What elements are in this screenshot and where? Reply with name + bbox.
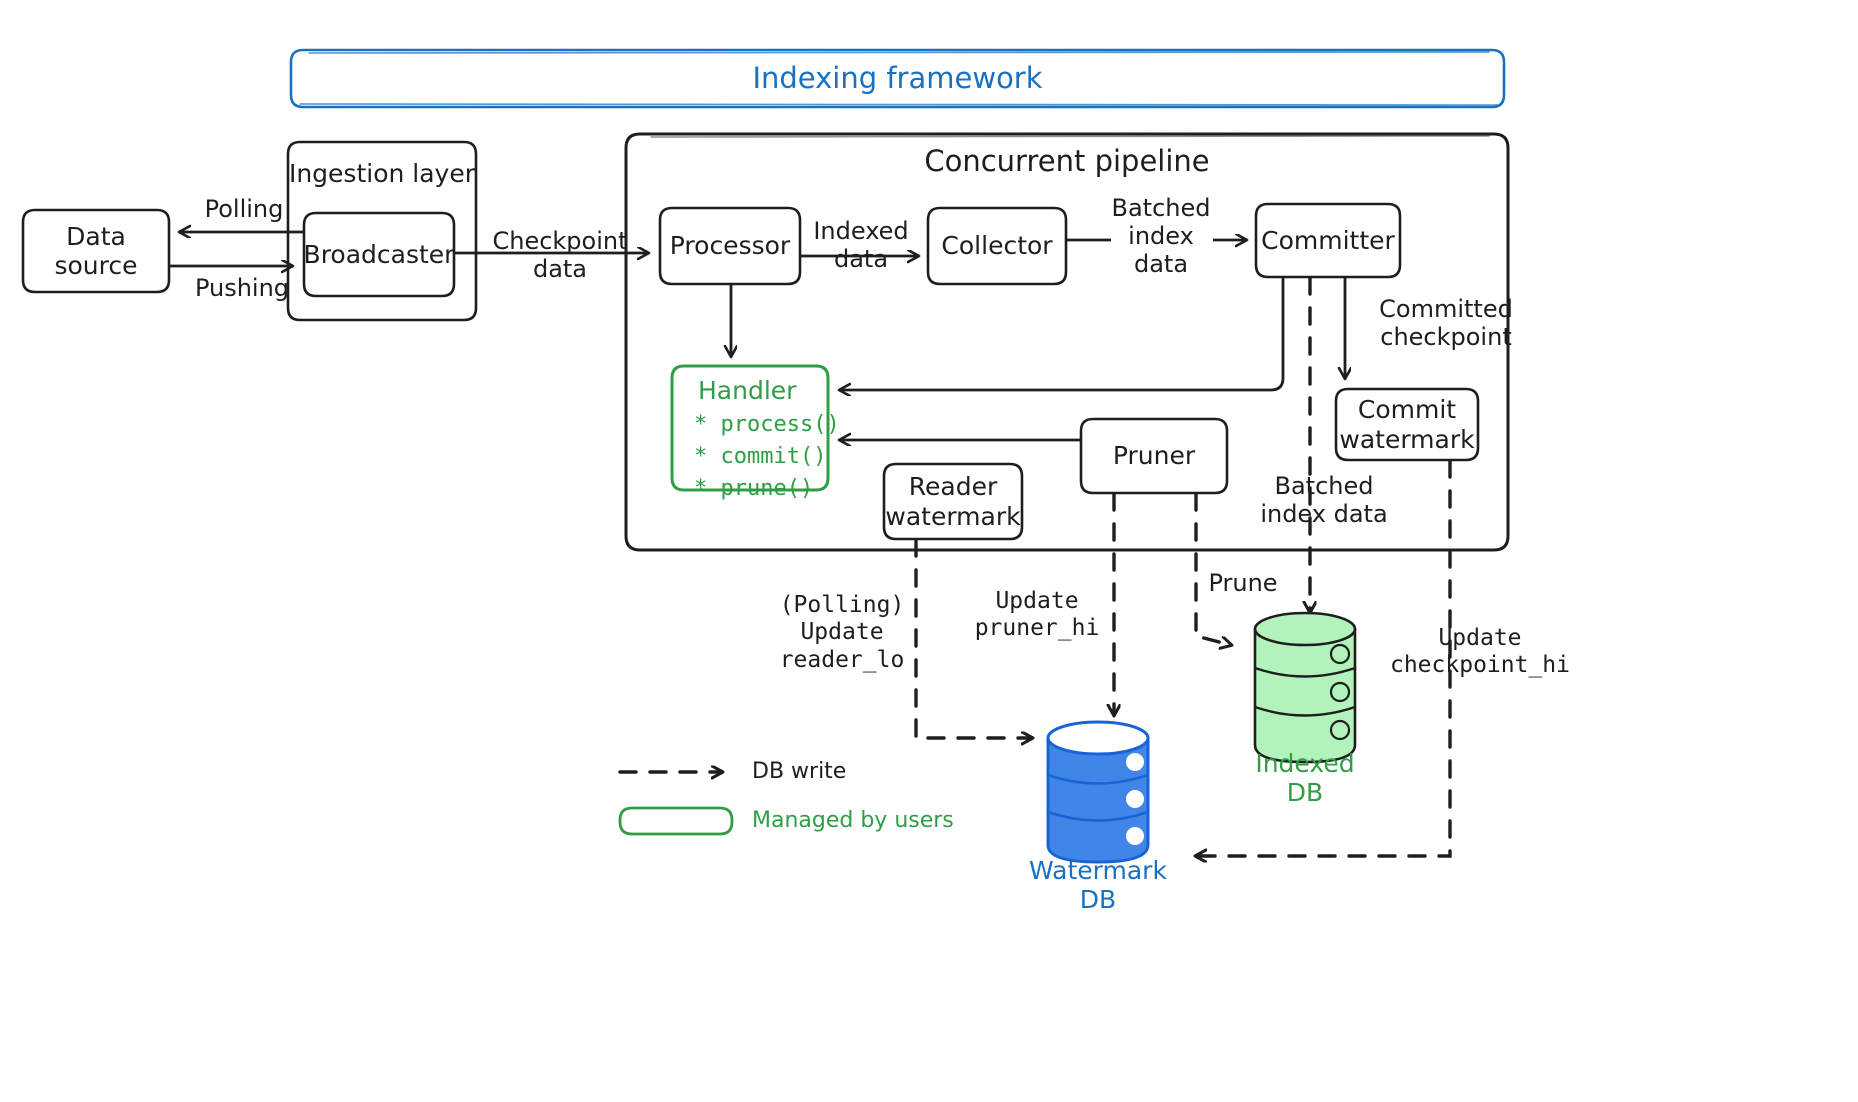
edge-committer-to-handler bbox=[840, 278, 1285, 390]
ingestion-layer-group bbox=[286, 140, 478, 322]
indexing-framework-box bbox=[289, 48, 1506, 109]
node-pruner[interactable] bbox=[1079, 417, 1229, 495]
node-processor[interactable] bbox=[658, 206, 802, 286]
edge-update-checkpoint-hi bbox=[1196, 459, 1452, 856]
node-reader-watermark[interactable] bbox=[882, 462, 1024, 541]
node-collector[interactable] bbox=[926, 206, 1068, 286]
edge-update-reader-lo bbox=[914, 538, 1032, 738]
concurrent-pipeline-group bbox=[624, 132, 1510, 552]
legend-managed-by-users-icon bbox=[618, 806, 734, 836]
edge-prune bbox=[1194, 492, 1231, 645]
node-handler[interactable] bbox=[670, 364, 830, 492]
node-commit-watermark[interactable] bbox=[1334, 387, 1480, 462]
node-broadcaster[interactable] bbox=[302, 211, 456, 298]
node-committer[interactable] bbox=[1254, 202, 1402, 279]
database-watermark-db[interactable] bbox=[1046, 720, 1150, 864]
database-indexed-db[interactable] bbox=[1253, 611, 1357, 764]
node-data-source[interactable] bbox=[21, 208, 171, 294]
